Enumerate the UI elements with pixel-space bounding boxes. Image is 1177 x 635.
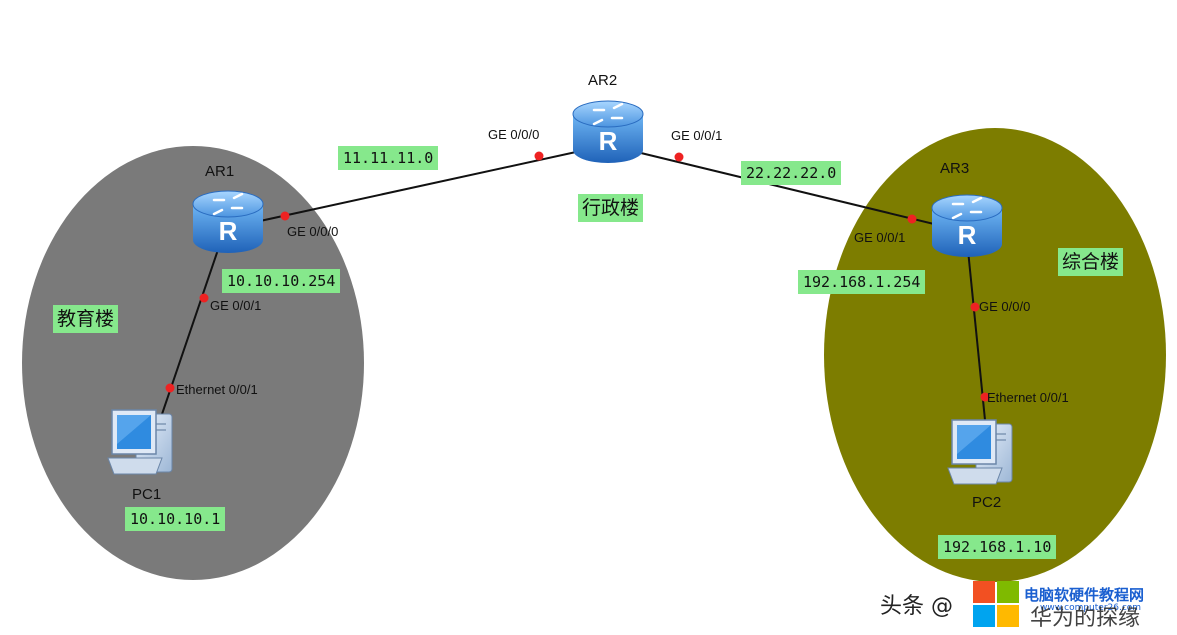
ar3-port-left-label: GE 0/0/1 [854, 230, 906, 245]
router-icon[interactable] [930, 193, 1004, 259]
complex-building-zone [824, 128, 1166, 582]
ar1-name: AR1 [205, 163, 235, 180]
ar1-port-up-label: GE 0/0/0 [287, 224, 339, 239]
ar3-gateway-label: 192.168.1.254 [798, 270, 926, 294]
ar1-port-down-label: GE 0/0/1 [210, 298, 262, 313]
ar3-port-down-label: GE 0/0/0 [979, 299, 1031, 314]
pc2-port-label: Ethernet 0/0/1 [987, 390, 1069, 405]
watermark-text: 头条 @ [880, 594, 953, 619]
watermark-suffix: 华为的探缘 [1030, 606, 1141, 631]
ar2-port-right-label: GE 0/0/1 [671, 128, 723, 143]
watermark-url: www.computer26.com [1040, 603, 1142, 613]
port-dot-pc1-eth001 [165, 383, 175, 393]
port-dot-ar3-ge001 [907, 214, 917, 224]
pc-icon[interactable] [107, 409, 173, 475]
ar3-name: AR3 [940, 160, 970, 177]
router-icon[interactable] [571, 99, 645, 165]
port-dot-ar2-ge000 [534, 151, 544, 161]
pc1-name: PC1 [132, 486, 162, 503]
ar2-port-left-label: GE 0/0/0 [488, 127, 540, 142]
port-dot-ar2-ge001 [674, 152, 684, 162]
port-dot-pc2-eth001 [980, 392, 990, 402]
ar1-gateway-label: 10.10.10.254 [222, 269, 341, 293]
pc2-ip-label: 192.168.1.10 [938, 535, 1057, 559]
watermark-site: 电脑软硬件教程网 [1024, 586, 1145, 604]
link-ar2-ar3 [607, 144, 968, 233]
network-ar1-ar2-label: 11.11.11.0 [338, 146, 439, 170]
zone-label-education: 教育楼 [53, 305, 119, 333]
zone-label-complex: 综合楼 [1058, 248, 1124, 276]
network-ar2-ar3-label: 22.22.22.0 [741, 161, 842, 185]
port-dot-ar1-ge001 [199, 293, 209, 303]
router-icon[interactable] [191, 189, 265, 255]
watermark-logo-icon [973, 581, 1019, 627]
education-building-zone [22, 146, 364, 580]
pc1-port-label: Ethernet 0/0/1 [176, 382, 258, 397]
pc-icon[interactable] [947, 419, 1013, 485]
port-dot-ar3-ge000 [970, 302, 980, 312]
zone-label-admin: 行政楼 [578, 194, 644, 222]
pc2-name: PC2 [972, 494, 1002, 511]
link-ar1-ar2 [227, 144, 609, 229]
pc1-ip-label: 10.10.10.1 [125, 507, 226, 531]
ar2-name: AR2 [588, 72, 618, 89]
port-dot-ar1-ge000 [280, 211, 290, 221]
